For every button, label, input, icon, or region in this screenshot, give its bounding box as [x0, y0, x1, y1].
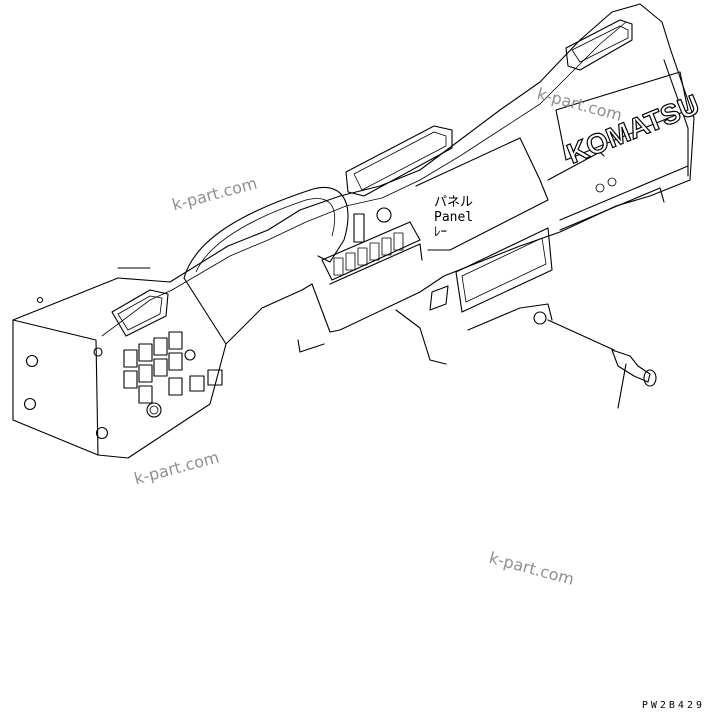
cluster-hood [117, 186, 349, 353]
switch-part [547, 319, 657, 409]
left-end-holes [23, 296, 109, 440]
callout-line-1: パネル [434, 195, 474, 210]
panel-callout: パネル Panel ﾚｰ [434, 195, 473, 240]
callout-line-2: Panel [434, 210, 474, 225]
radio-console [395, 137, 689, 365]
switch-bank-center [321, 207, 423, 285]
upper-vents [111, 19, 633, 337]
callout-line-3: ﾚｰ [434, 225, 447, 240]
fastener-circles [595, 177, 617, 193]
brand-plate: KOMATSU [555, 71, 704, 170]
drawing-code: PW2B429 [641, 700, 705, 711]
switch-bank-left [123, 331, 223, 418]
